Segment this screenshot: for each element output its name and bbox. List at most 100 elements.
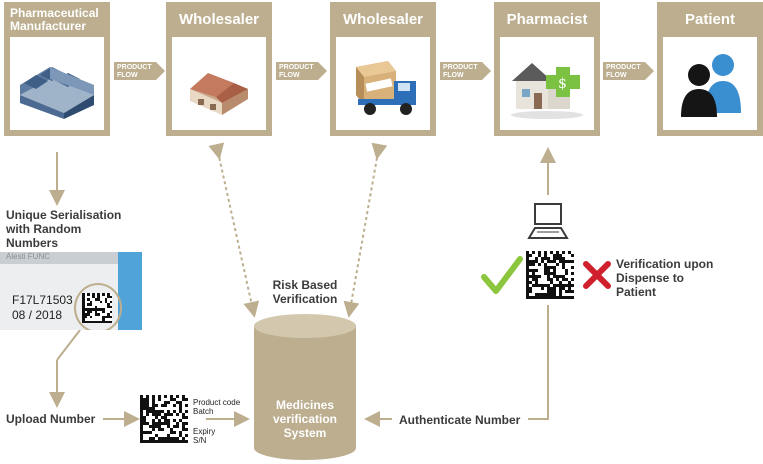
matrix-cell [182, 434, 185, 437]
matrix-cell [544, 287, 547, 290]
matrix-cell [532, 296, 535, 299]
wholesaler-node-2: Wholesaler [330, 2, 436, 136]
warehouse-icon [190, 73, 248, 115]
matrix-cell [164, 422, 167, 425]
matrix-cell [143, 431, 146, 434]
matrix-cell [544, 260, 547, 263]
matrix-cell [152, 428, 155, 431]
matrix-cell [173, 416, 176, 419]
matrix-cell [559, 257, 562, 260]
matrix-cell [556, 275, 559, 278]
matrix-cell [182, 398, 185, 401]
medicine-pack: Alesti FUNC F17L71503 08 / 2018 [0, 252, 142, 330]
matrix-cell [149, 437, 152, 440]
matrix-cell [140, 437, 143, 440]
matrix-cell [158, 440, 161, 443]
matrix-cell [568, 281, 571, 284]
matrix-cell [526, 296, 529, 299]
matrix-cell [547, 251, 550, 254]
matrix-cell [532, 254, 535, 257]
matrix-cell [556, 293, 559, 296]
matrix-cell [176, 434, 179, 437]
matrix-cell [541, 269, 544, 272]
matrix-cell [556, 269, 559, 272]
matrix-cell [164, 440, 167, 443]
matrix-cell [143, 440, 146, 443]
matrix-cell [541, 266, 544, 269]
matrix-cell [176, 398, 179, 401]
matrix-cell [568, 257, 571, 260]
matrix-cell [559, 278, 562, 281]
matrix-cell [158, 431, 161, 434]
matrix-cell [526, 287, 529, 290]
matrix-cell [529, 269, 532, 272]
matrix-cell [526, 269, 529, 272]
matrix-cell [152, 395, 155, 398]
node-title: Pharmacist [506, 11, 588, 28]
matrix-cell [167, 410, 170, 413]
matrix-cell [535, 266, 538, 269]
matrix-cell [556, 278, 559, 281]
matrix-cell [140, 413, 143, 416]
matrix-cell [167, 440, 170, 443]
matrix-cell [541, 278, 544, 281]
matrix-cell [173, 395, 176, 398]
matrix-cell [152, 410, 155, 413]
matrix-cell [553, 296, 556, 299]
matrix-cell [565, 272, 568, 275]
matrix-cell [538, 290, 541, 293]
matrix-cell [182, 401, 185, 404]
matrix-cell [571, 266, 574, 269]
matrix-cell [182, 422, 185, 425]
matrix-cell [547, 290, 550, 293]
matrix-cell [571, 263, 574, 266]
matrix-cell [571, 269, 574, 272]
matrix-cell [143, 401, 146, 404]
wholesaler-node-1: Wholesaler [166, 2, 272, 136]
pharmacist-node: Pharmacist $ [494, 2, 600, 136]
matrix-cell [565, 263, 568, 266]
matrix-cell [173, 428, 176, 431]
matrix-cell [182, 431, 185, 434]
matrix-cell [565, 296, 568, 299]
matrix-cell [535, 260, 538, 263]
matrix-cell [158, 419, 161, 422]
matrix-cell [547, 296, 550, 299]
matrix-cell [559, 296, 562, 299]
matrix-cell [562, 281, 565, 284]
matrix-cell [146, 404, 149, 407]
matrix-cell [565, 290, 568, 293]
matrix-cell [143, 413, 146, 416]
matrix-cell [550, 293, 553, 296]
matrix-cell [143, 416, 146, 419]
matrix-cell [529, 266, 532, 269]
matrix-cell [571, 293, 574, 296]
matrix-cell [541, 293, 544, 296]
matrix-cell [176, 419, 179, 422]
matrix-cell [535, 257, 538, 260]
matrix-cell [568, 254, 571, 257]
matrix-cell [526, 290, 529, 293]
matrix-cell [553, 272, 556, 275]
matrix-cell [547, 275, 550, 278]
matrix-cell [550, 290, 553, 293]
matrix-cell [164, 395, 167, 398]
wholesaler2-dotted-arrow [343, 142, 388, 318]
matrix-cell [170, 434, 173, 437]
matrix-cell [526, 251, 529, 254]
matrix-cell [535, 263, 538, 266]
matrix-cell [155, 422, 158, 425]
matrix-cell [544, 284, 547, 287]
matrix-cell [167, 398, 170, 401]
matrix-cell [173, 431, 176, 434]
matrix-cell [176, 425, 179, 428]
matrix-cell [571, 260, 574, 263]
matrix-cell [155, 395, 158, 398]
matrix-cell [167, 413, 170, 416]
matrix-cell [550, 278, 553, 281]
matrix-cell [559, 293, 562, 296]
matrix-cell [167, 404, 170, 407]
matrix-cell [562, 296, 565, 299]
matrix-cell [146, 422, 149, 425]
matrix-cell [149, 440, 152, 443]
